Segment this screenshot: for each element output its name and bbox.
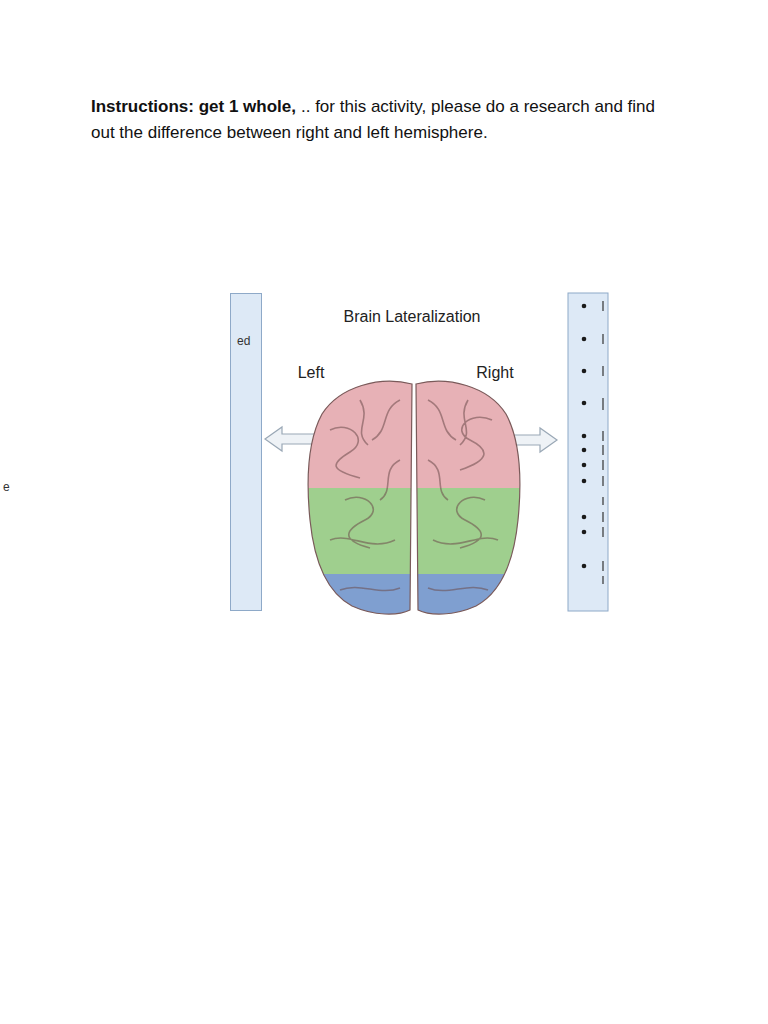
side-panel: ede [230, 293, 262, 611]
panel-text: ed [237, 334, 250, 348]
hollow-arrow [265, 427, 316, 451]
side-label: Right [476, 364, 513, 382]
instruction-text: Instructions: get 1 whole,.. for this ac… [91, 94, 681, 146]
instruction-heading: Instructions: get 1 whole, [91, 97, 296, 116]
side-panel [568, 293, 608, 611]
panel-text: e [3, 480, 10, 494]
figure-title: Brain Lateralization [344, 308, 481, 326]
cropped-glyphs [602, 301, 603, 584]
side-label: Left [298, 364, 325, 382]
bullet-marks [582, 304, 587, 569]
